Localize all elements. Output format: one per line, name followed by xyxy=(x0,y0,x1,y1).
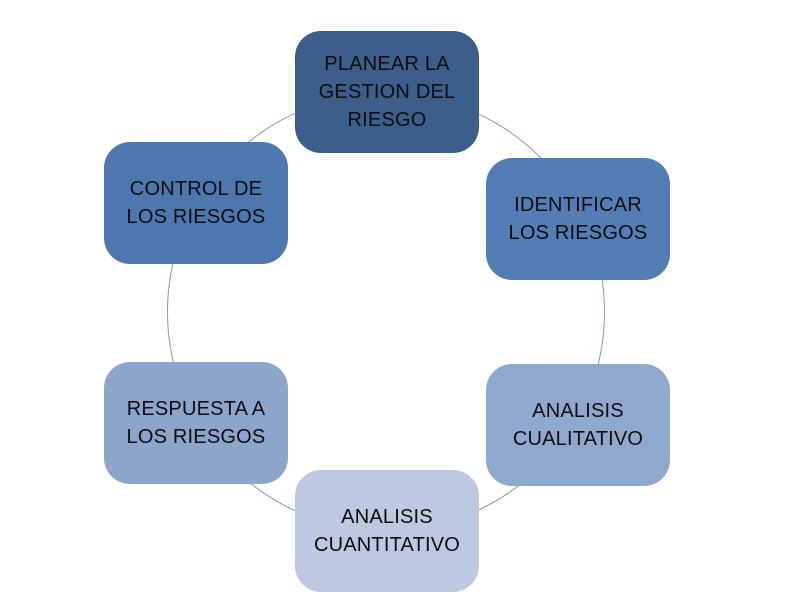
cycle-node-label: CONTROL DE LOS RIESGOS xyxy=(126,178,266,228)
cycle-node-control-de-los-riesgos: CONTROL DE LOS RIESGOS xyxy=(104,142,288,264)
cycle-node-label: IDENTIFICAR LOS RIESGOS xyxy=(508,194,648,244)
cycle-node-identificar-los-riesgos: IDENTIFICAR LOS RIESGOS xyxy=(486,158,670,280)
cycle-node-planear-la-gestion-del-riesgo: PLANEAR LA GESTION DEL RIESGO xyxy=(295,31,479,153)
cycle-node-respuesta-a-los-riesgos: RESPUESTA A LOS RIESGOS xyxy=(104,362,288,484)
cycle-node-label: RESPUESTA A LOS RIESGOS xyxy=(126,398,266,448)
cycle-node-analisis-cuantitativo: ANALISIS CUANTITATIVO xyxy=(295,470,479,592)
cycle-node-label: PLANEAR LA GESTION DEL RIESGO xyxy=(318,53,456,131)
cycle-node-label: ANALISIS CUANTITATIVO xyxy=(313,506,461,556)
cycle-node-analisis-cualitativo: ANALISIS CUALITATIVO xyxy=(486,364,670,486)
cycle-node-label: ANALISIS CUALITATIVO xyxy=(512,400,644,450)
